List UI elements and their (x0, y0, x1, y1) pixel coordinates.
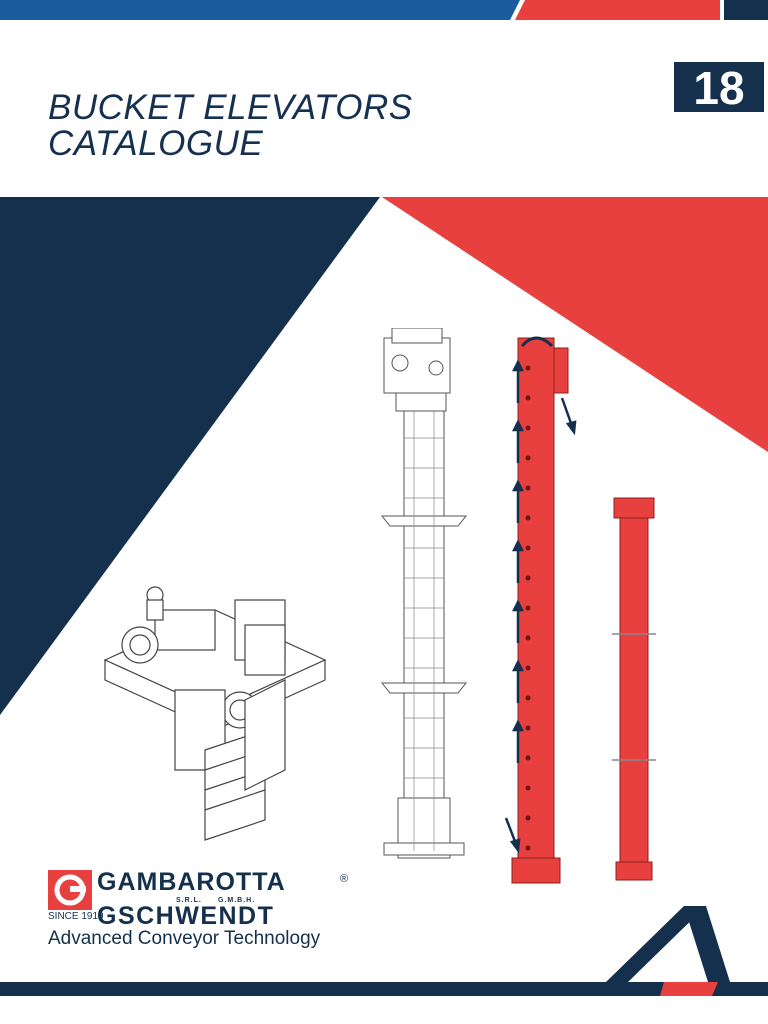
brand-tagline: Advanced Conveyor Technology (48, 928, 321, 949)
drive-head-illustration (103, 586, 327, 841)
elevator-cutaway-illustration (504, 336, 577, 884)
bottom-stripe (0, 982, 768, 996)
gambarotta-logo-icon (48, 870, 92, 910)
legal-form-right: G.M.B.H. (218, 897, 256, 904)
catalogue-title-line1: BUCKET ELEVATORS (48, 88, 413, 127)
red-triangle (382, 197, 768, 452)
catalogue-title-line2: CATALOGUE (48, 124, 264, 163)
elevator-casing-illustration (380, 328, 468, 859)
navy-triangle (0, 197, 380, 715)
registered-mark: ® (340, 873, 349, 885)
top-stripe (0, 0, 768, 20)
brand-name-line1: GAMBAROTTA (97, 868, 286, 896)
brand-name-line2: GSCHWENDT (97, 902, 275, 930)
since-year: SINCE 1919 (48, 911, 104, 922)
chevron-arrow-icon (606, 906, 730, 996)
edition-number-badge: 18 (674, 62, 764, 114)
elevator-small-illustration (612, 497, 656, 881)
legal-form-left: S.R.L. (176, 897, 202, 904)
